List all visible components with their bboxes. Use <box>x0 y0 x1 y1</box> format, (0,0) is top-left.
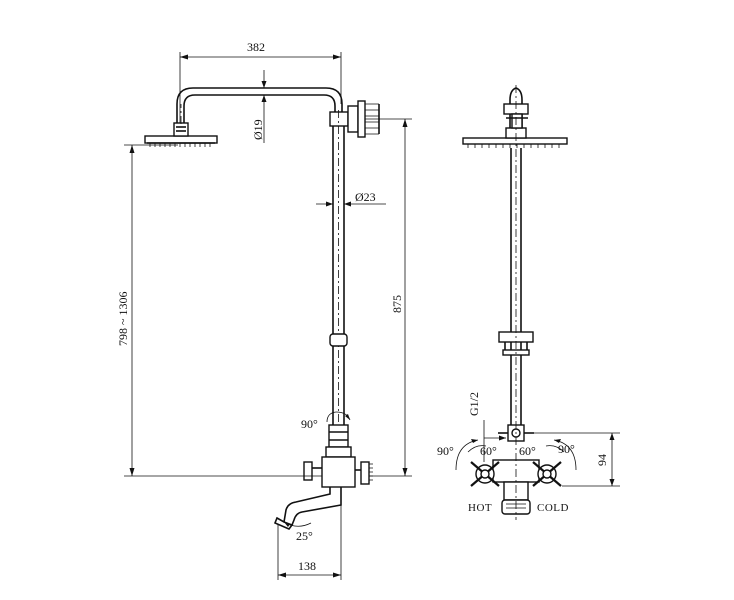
cold-handle <box>532 461 562 487</box>
dim-valve-height: 94 <box>534 432 620 487</box>
shower-head-front <box>462 127 568 148</box>
dim-riser-diameter: Ø23 <box>316 190 386 207</box>
dim-riser-length: 875 <box>365 118 412 477</box>
dim-thread: G1/2 <box>467 392 506 462</box>
mixer-front <box>470 459 562 515</box>
riser-pipe <box>329 110 348 440</box>
overhead-arm <box>176 87 343 124</box>
dim-arm-width-label: 382 <box>247 40 265 54</box>
dim-angle-right-label: 90° <box>558 442 575 456</box>
dim-arm-diameter: Ø19 <box>251 70 267 143</box>
dim-front-angles: 90° 60° 60° 90° <box>437 439 577 471</box>
riser-pipe-front <box>498 148 534 425</box>
side-view: 382 Ø19 Ø23 798 ~ 1306 <box>116 40 412 580</box>
dim-arm-width: 382 <box>179 40 342 123</box>
dim-riser-diameter-label: Ø23 <box>355 190 376 204</box>
front-view: G1/2 90° 60° 60° 90° 94 HOT COLD <box>437 85 620 520</box>
dim-angle-left-label: 90° <box>437 444 454 458</box>
dim-angle-60-right-label: 60° <box>519 444 536 458</box>
dim-diverter-angle-label: 90° <box>301 417 318 431</box>
dim-spout-reach-label: 138 <box>298 559 316 573</box>
dim-angle-60-left-label: 60° <box>480 444 497 458</box>
dim-spout-reach: 138 <box>277 505 342 580</box>
dim-thread-label: G1/2 <box>467 392 481 416</box>
dim-spout-angle-label: 25° <box>296 529 313 543</box>
dim-height-range: 798 ~ 1306 <box>116 144 322 477</box>
hot-handle <box>470 461 500 487</box>
dim-spout-angle: 25° <box>283 521 313 543</box>
dim-diverter-angle: 90° <box>301 411 351 431</box>
cold-label: COLD <box>537 502 569 514</box>
dim-valve-height-label: 94 <box>595 454 609 466</box>
bath-spout <box>273 487 342 530</box>
shower-head <box>144 122 218 147</box>
dim-riser-length-label: 875 <box>390 295 404 313</box>
dim-arm-diameter-label: Ø19 <box>251 119 265 140</box>
mixer-valve-side <box>303 424 373 488</box>
dim-height-range-label: 798 ~ 1306 <box>116 292 130 347</box>
hot-label: HOT <box>468 502 492 514</box>
